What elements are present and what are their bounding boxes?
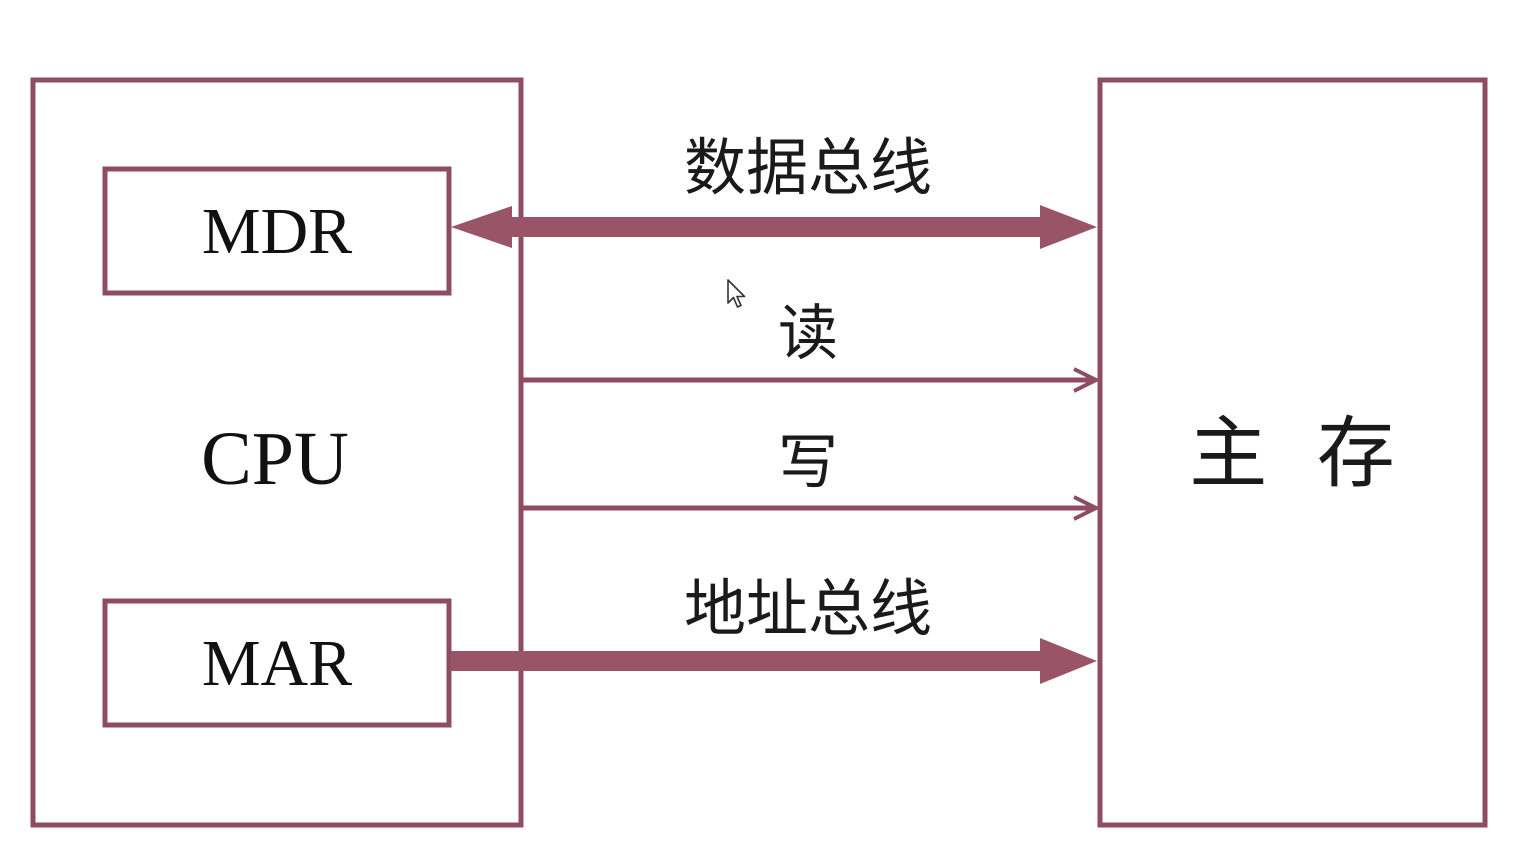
write-signal-arrowhead <box>1073 495 1101 521</box>
read-signal-arrowhead <box>1073 367 1101 393</box>
data-bus-arrow <box>451 205 1097 249</box>
mouse-cursor-icon <box>727 279 746 308</box>
main-memory-box <box>1097 77 1488 828</box>
mdr-box <box>102 166 452 296</box>
mdr-label: MDR <box>202 195 352 268</box>
address-bus-label: 地址总线 <box>684 572 932 645</box>
mar-label: MAR <box>202 627 352 700</box>
cpu-label: CPU <box>201 417 349 501</box>
read-signal-label: 读 <box>778 299 838 369</box>
mar-box <box>102 598 452 728</box>
data-bus-label: 数据总线 <box>684 131 932 204</box>
address-bus-arrow <box>451 638 1097 684</box>
cpu-box <box>30 77 524 828</box>
write-signal-label: 写 <box>778 428 838 498</box>
main-memory-label: 主 存 <box>1189 409 1395 499</box>
